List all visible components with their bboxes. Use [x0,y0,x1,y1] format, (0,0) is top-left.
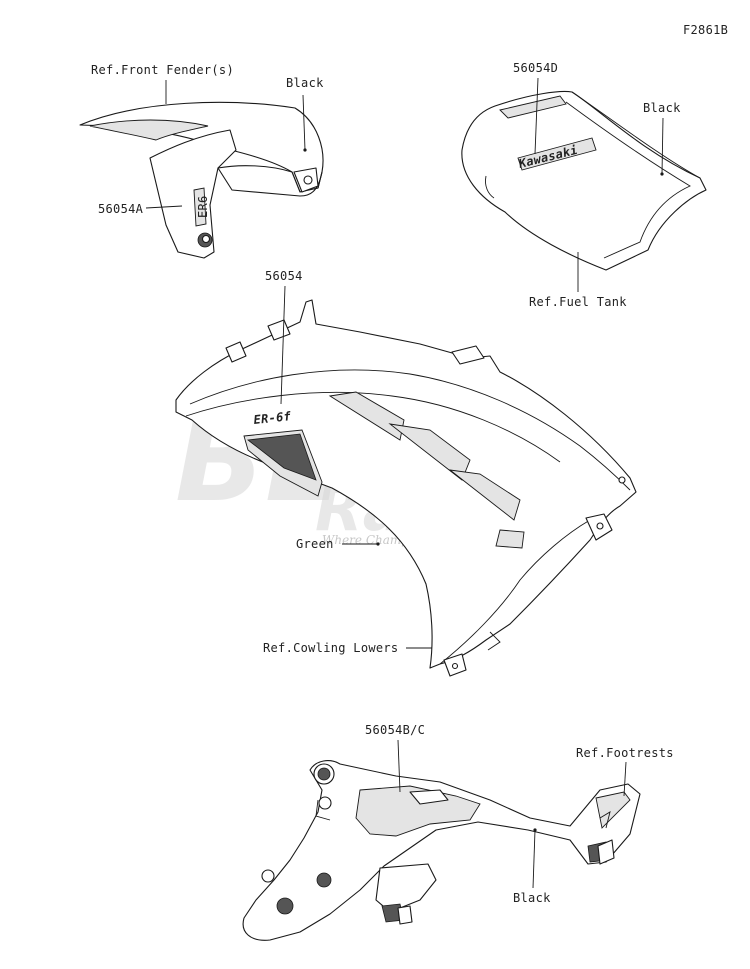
label-ref-cowling-lowers: Ref.Cowling Lowers [263,641,398,655]
front-fender-drawing: ER6 [79,101,324,259]
label-black-fender: Black [286,76,324,90]
label-ref-footrests: Ref.Footrests [576,746,674,760]
label-black-tank: Black [643,101,681,115]
label-56054BC: 56054B/C [365,723,425,737]
fuel-tank-drawing: Kawasaki [461,91,707,271]
fender-decal-text: ER6 [196,195,210,218]
label-green: Green [296,537,334,551]
label-ref-front-fender: Ref.Front Fender(s) [91,63,234,77]
label-black-footrest: Black [513,891,551,905]
cowl-decal-text: ER-6f [253,409,292,427]
cowling-drawing: ER-6f [175,299,637,677]
figure-code: F2861B [683,23,728,37]
label-56054A: 56054A [98,202,144,216]
footrest-drawing [242,760,641,941]
label-56054D: 56054D [513,61,558,75]
label-56054: 56054 [265,269,303,283]
label-ref-fuel-tank: Ref.Fuel Tank [529,295,627,309]
